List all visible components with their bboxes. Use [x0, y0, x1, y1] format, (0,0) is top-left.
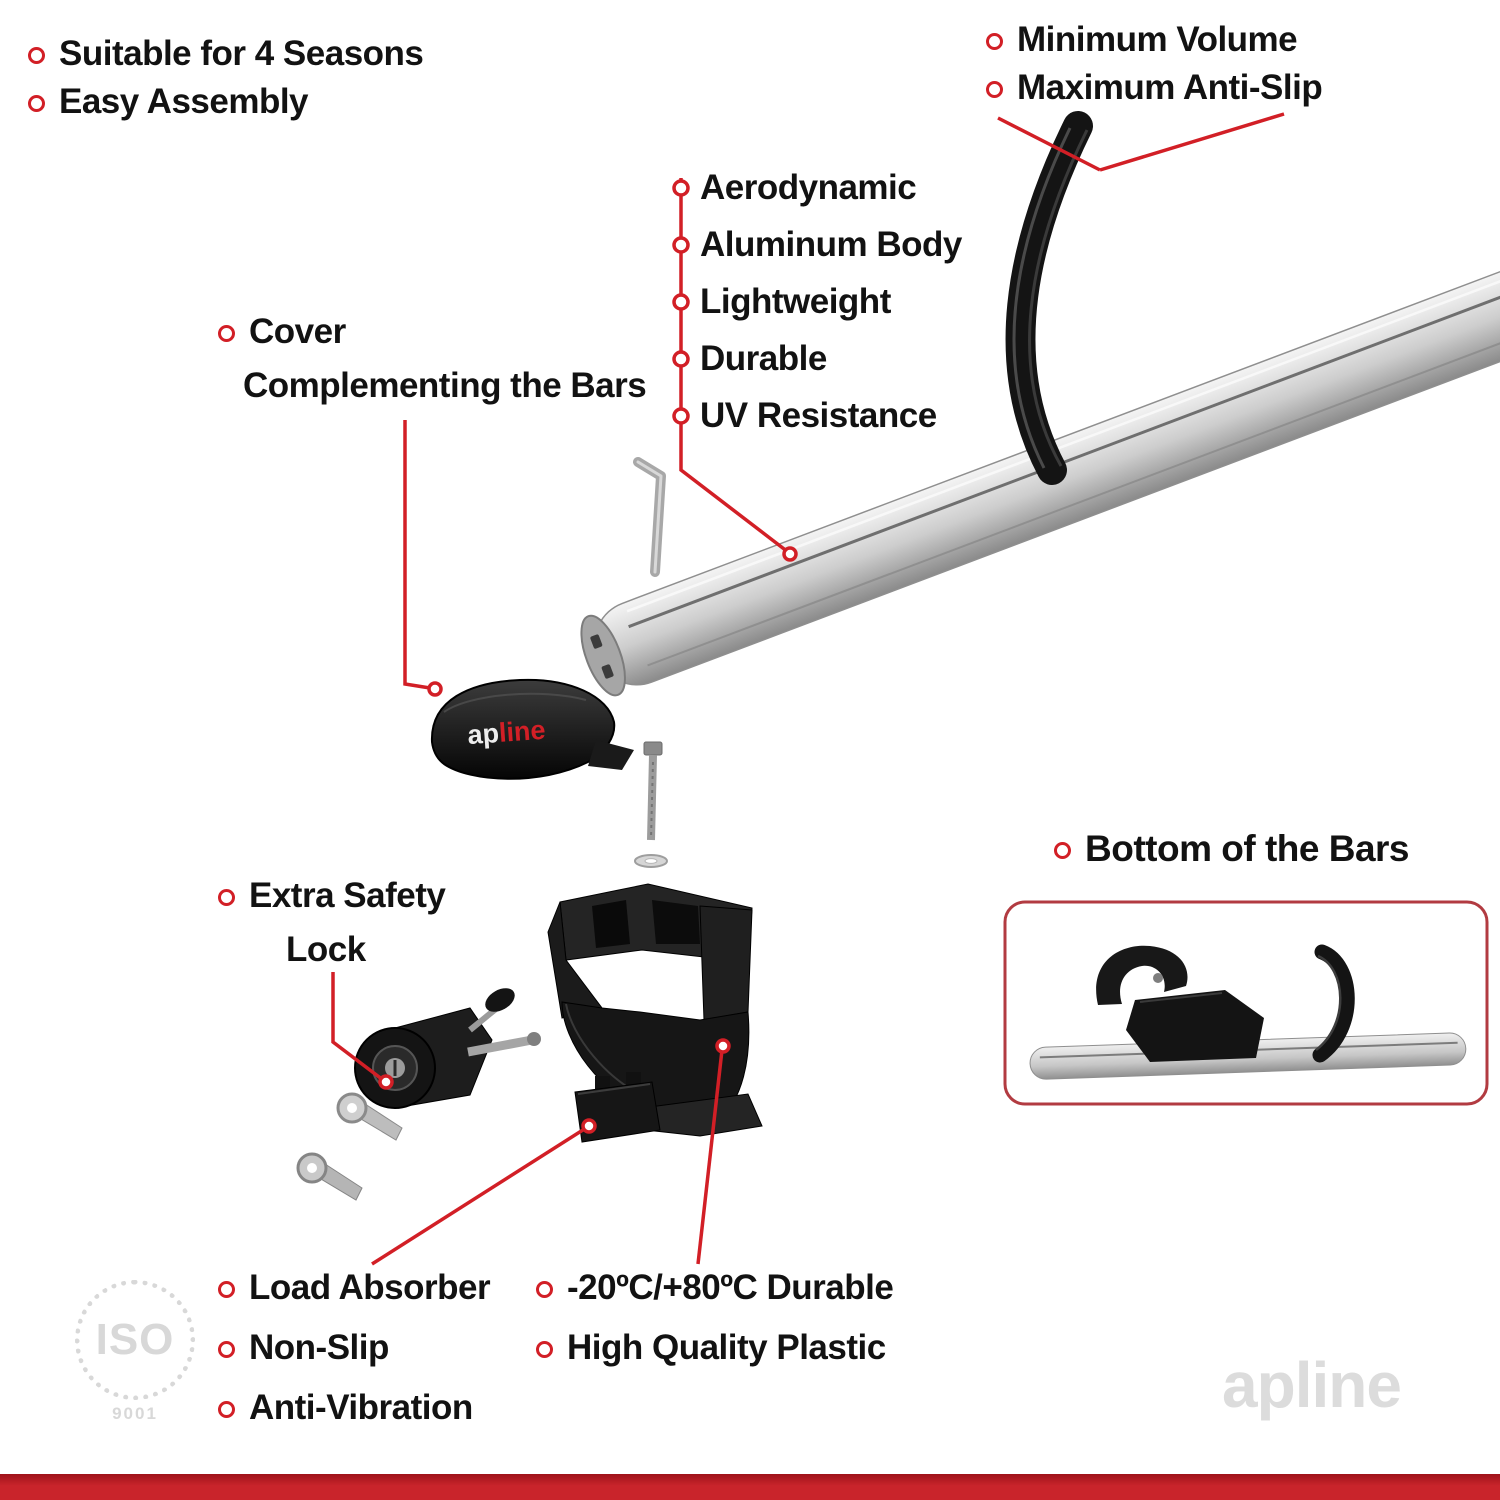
label-durable: Durable	[700, 339, 827, 378]
label-cover-line2: Complementing the Bars	[243, 366, 647, 405]
safety-lock	[354, 988, 541, 1109]
keys	[296, 1092, 403, 1201]
inset-clamp	[1096, 945, 1264, 1062]
label-high-quality-plastic: High Quality Plastic	[536, 1328, 886, 1368]
leader-lines	[331, 112, 1285, 1266]
leader-dot-foot	[715, 1038, 731, 1054]
feature-ring-4	[672, 350, 690, 368]
allen-key	[633, 457, 666, 577]
label-load-absorber: Load Absorber	[218, 1268, 491, 1308]
label-cover-line1: Cover	[218, 312, 346, 352]
label-four-seasons: Suitable for 4 Seasons	[28, 34, 424, 74]
leader-cover	[403, 420, 431, 690]
leader-temperature	[696, 1049, 724, 1265]
leader-features	[679, 178, 790, 554]
inset-strip	[1312, 944, 1355, 1063]
inset-box	[1003, 900, 1489, 1106]
bottom-red-strip	[0, 1474, 1500, 1500]
label-lock: Lock	[286, 930, 366, 969]
bullet-icon	[1054, 841, 1071, 859]
label-minimum-volume: Minimum Volume	[986, 20, 1298, 60]
iso-text: ISO	[95, 1315, 175, 1364]
brand-watermark: apline	[1222, 1349, 1402, 1421]
feature-ring-3	[672, 293, 690, 311]
label-aerodynamic: Aerodynamic	[700, 168, 917, 207]
feature-ring-5	[672, 407, 690, 425]
iso-watermark: ISO 9001	[70, 1280, 200, 1424]
feature-ring-2	[672, 236, 690, 254]
iso-number: 9001	[112, 1404, 158, 1423]
label-non-slip: Non-Slip	[218, 1328, 389, 1368]
bullet-icon	[218, 888, 235, 906]
label-extra-safety: Extra Safety	[218, 876, 446, 916]
leader-dot-bar	[782, 546, 798, 562]
leader-lock	[331, 972, 385, 1082]
label-easy-assembly: Easy Assembly	[28, 82, 309, 122]
rubber-strip	[1005, 111, 1093, 485]
bullet-icon	[218, 1400, 235, 1418]
label-temperature-durable: -20ºC/+80ºC Durable	[536, 1268, 894, 1308]
bullet-icon	[986, 80, 1003, 98]
iso-badge: ISO	[75, 1280, 195, 1400]
leader-rings	[378, 179, 798, 1134]
cover-logo: apline	[466, 715, 546, 750]
bullet-icon	[218, 324, 235, 342]
bullet-icon	[28, 94, 45, 112]
bullet-icon	[218, 1280, 235, 1298]
leader-antislip-right	[1099, 112, 1285, 172]
label-maximum-antislip: Maximum Anti-Slip	[986, 68, 1323, 108]
bullet-icon	[536, 1340, 553, 1358]
bar-end-cap	[580, 614, 626, 697]
label-aluminum-body: Aluminum Body	[700, 225, 962, 264]
foot-clamp	[547, 883, 763, 1137]
label-bottom-of-bars: Bottom of the Bars	[1054, 828, 1410, 871]
leader-dot-pad	[581, 1118, 597, 1134]
bolt	[643, 741, 663, 841]
roof-bar	[580, 261, 1500, 697]
label-uv-resistance: UV Resistance	[700, 396, 937, 435]
washer	[634, 854, 668, 868]
feature-ring-1	[672, 179, 690, 197]
label-lightweight: Lightweight	[700, 282, 891, 321]
leader-dot-lock	[378, 1074, 394, 1090]
label-anti-vibration: Anti-Vibration	[218, 1388, 473, 1428]
leader-load-absorber	[371, 1126, 587, 1266]
bullet-icon	[28, 46, 45, 64]
bullet-icon	[218, 1340, 235, 1358]
bullet-icon	[986, 32, 1003, 50]
cover-cap: apline	[430, 678, 634, 780]
leader-antislip-left	[997, 116, 1101, 172]
bullet-icon	[536, 1280, 553, 1298]
leader-dot-cover	[427, 681, 443, 697]
